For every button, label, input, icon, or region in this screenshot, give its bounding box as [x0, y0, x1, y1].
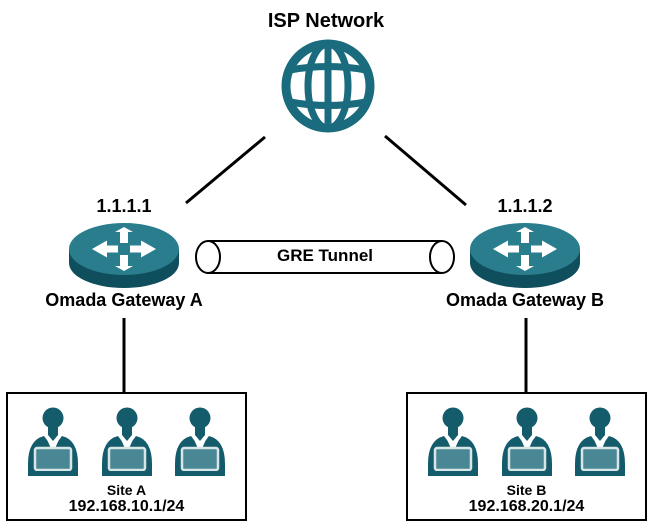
user-laptop-icon: [574, 407, 625, 476]
user-laptop-icon: [501, 407, 552, 476]
gateway-a-name-label: Omada Gateway A: [45, 290, 203, 310]
site-b-subnet-label: 192.168.20.1/24: [468, 498, 585, 515]
site-a-box: Site A 192.168.10.1/24: [6, 392, 247, 521]
site-a-subnet-label: 192.168.10.1/24: [68, 498, 185, 515]
link-isp-to-gateway-b: [384, 134, 467, 207]
user-laptop-icon: [28, 407, 79, 476]
isp-network-label: ISP Network: [267, 10, 385, 32]
site-a-name-label: Site A: [106, 482, 147, 498]
gateway-b-ip-label: 1.1.1.2: [497, 196, 553, 216]
link-isp-to-gateway-a: [185, 135, 266, 205]
site-b-name-label: Site B: [506, 482, 547, 498]
gre-tunnel-label: GRE Tunnel: [276, 246, 373, 265]
router-a-icon: [69, 223, 179, 288]
globe-icon: [281, 39, 375, 133]
site-b-box: Site B 192.168.20.1/24: [406, 392, 647, 521]
user-laptop-icon: [101, 407, 152, 476]
gre-tunnel: GRE Tunnel: [194, 239, 456, 275]
gateway-a-ip-label: 1.1.1.1: [96, 196, 152, 216]
user-laptop-icon: [428, 407, 479, 476]
user-laptop-icon: [174, 407, 225, 476]
tunnel-cylinder-icon: [195, 240, 455, 274]
site-b-users: [408, 394, 645, 476]
gateway-b-name-label: Omada Gateway B: [445, 290, 605, 310]
site-a-users: [8, 394, 245, 476]
router-b-icon: [470, 223, 580, 288]
